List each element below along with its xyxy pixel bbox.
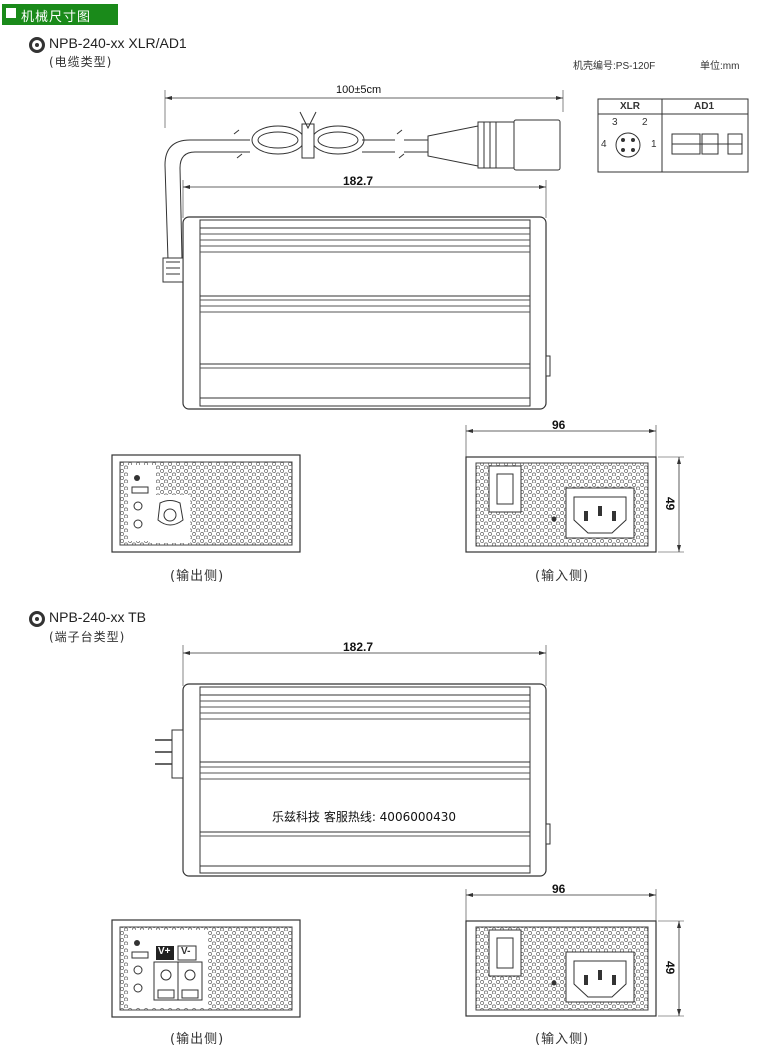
xlr-header: XLR <box>620 101 640 112</box>
length-dimension: 182.7 <box>343 640 374 654</box>
length-dimension: 182.7 <box>343 174 374 188</box>
height-dimension: 49 <box>663 961 677 975</box>
bullet-icon <box>29 611 45 627</box>
xlr-pin-label: 4 <box>601 139 607 150</box>
input-side-caption: (输入侧) <box>535 569 590 584</box>
terminal-minus-label: V- <box>181 946 191 957</box>
output-side-caption: (输出侧) <box>170 569 225 584</box>
model-title: NPB-240-xx XLR/AD1 <box>49 35 187 51</box>
terminal-plus-label: V+ <box>158 946 171 957</box>
model-type: (端子台类型) <box>49 630 126 644</box>
xlr-pin-label: 2 <box>642 117 648 128</box>
xlr-pin-label: 3 <box>612 117 618 128</box>
header-square-icon <box>6 8 16 18</box>
cable-length-label: 100±5cm <box>336 84 382 96</box>
section-header <box>2 4 118 25</box>
ad1-header: AD1 <box>694 101 715 112</box>
model-title: NPB-240-xx TB <box>49 609 146 625</box>
width-dimension: 96 <box>552 418 566 432</box>
hotline-text: 乐兹科技 客服热线: 4006000430 <box>272 810 457 824</box>
unit-label: 单位:mm <box>700 61 740 72</box>
header-title: 机械尺寸图 <box>21 10 92 25</box>
input-side-caption: (输入侧) <box>535 1032 590 1047</box>
height-dimension: 49 <box>663 497 677 511</box>
case-number: 机壳编号:PS-120F <box>573 61 656 72</box>
output-side-caption: (输出侧) <box>170 1032 225 1047</box>
width-dimension: 96 <box>552 882 566 896</box>
model-type: (电缆类型) <box>49 55 113 69</box>
xlr-pin-label: 1 <box>651 139 657 150</box>
bullet-icon <box>29 37 45 53</box>
